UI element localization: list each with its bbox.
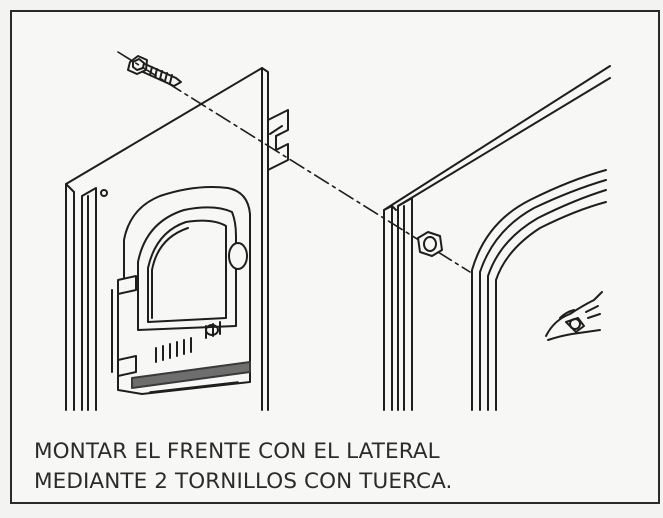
caption-line-1: MONTAR EL FRENTE CON EL LATERAL — [34, 439, 440, 464]
stove-door — [111, 186, 251, 395]
hand-icon — [545, 291, 603, 341]
instruction-caption: MONTAR EL FRENTE CON EL LATERAL MEDIANTE… — [34, 437, 452, 497]
screw-icon — [127, 55, 182, 87]
mounting-bracket — [267, 109, 289, 171]
side-panel — [383, 65, 611, 411]
nut-icon — [417, 231, 443, 257]
caption-line-2: MEDIANTE 2 TORNILLOS CON TUERCA. — [34, 469, 453, 494]
illustration-frame — [10, 10, 660, 504]
front-panel — [65, 67, 269, 411]
alignment-axis — [117, 51, 471, 273]
